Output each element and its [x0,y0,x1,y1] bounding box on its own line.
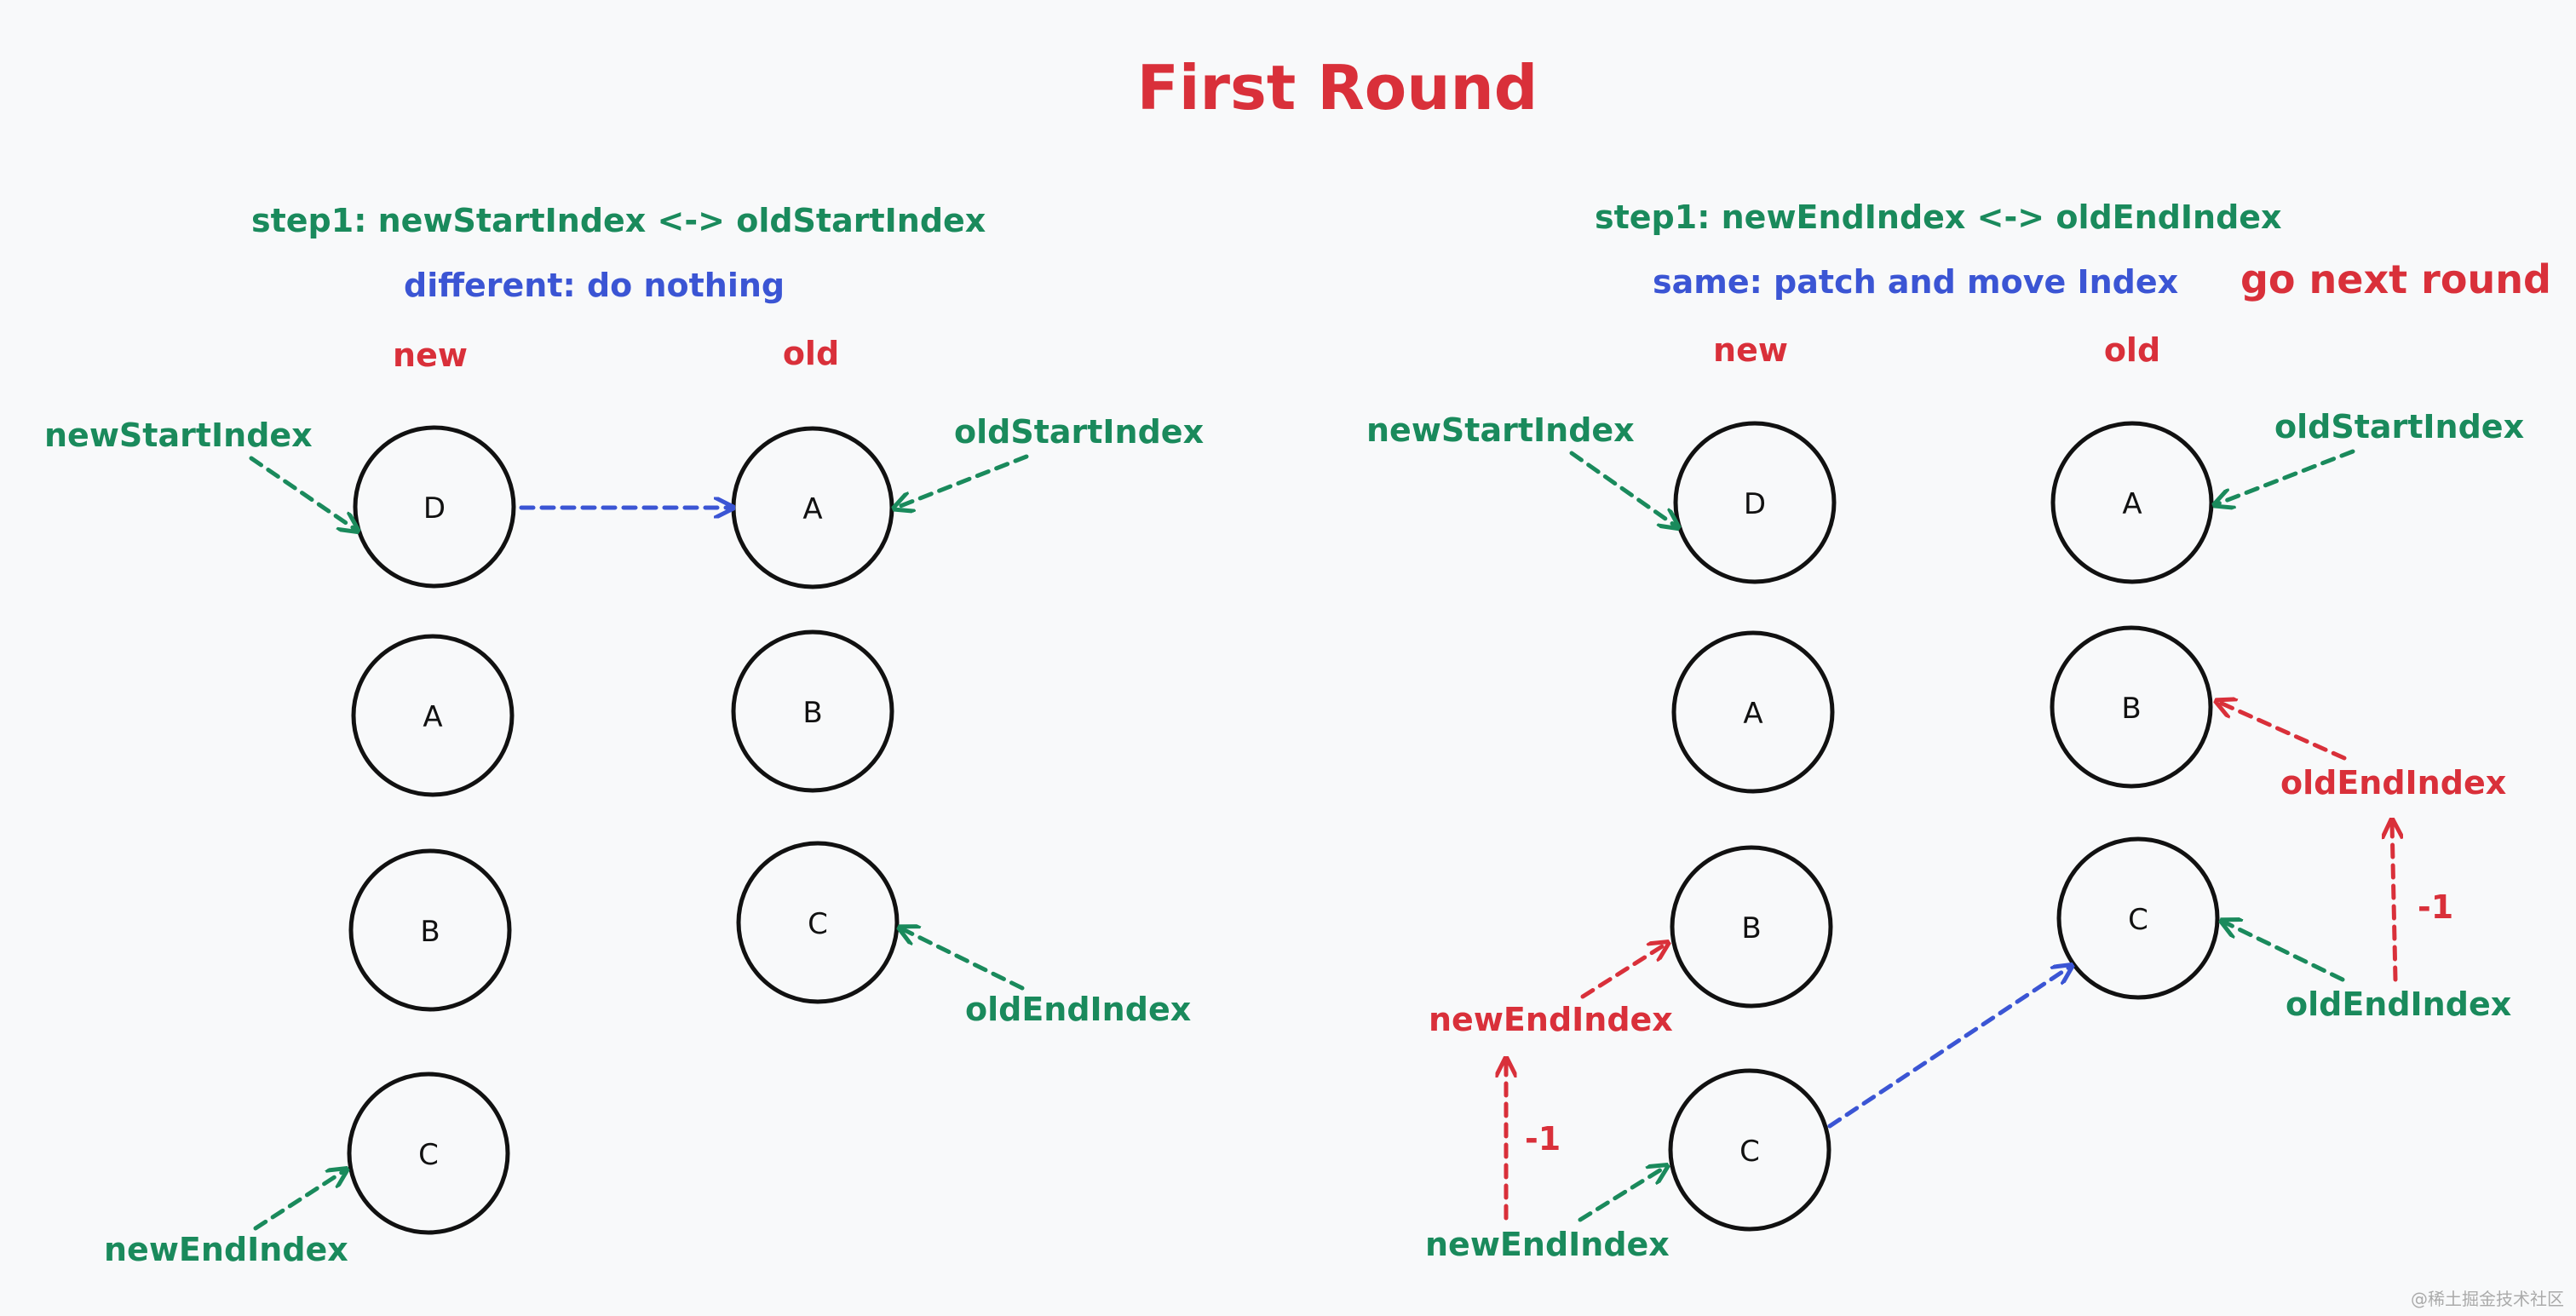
left-new-node-3-label: C [418,1138,439,1172]
right-old-start-pointer-arrow [2217,449,2355,504]
right-result-label: same: patch and move Index [1653,263,2178,301]
right-new-header: new [1713,331,1788,369]
left-new-node-0: D [353,425,516,589]
diagram-title: First Round [1137,52,1538,124]
go-next-round-label: go next round [2240,256,2551,302]
left-new-node-3: C [347,1072,510,1235]
left-step-label: step1: newStartIndex <-> oldStartIndex [251,202,986,239]
left-new-start-pointer-arrow [249,456,356,530]
right-new-node-0-label: D [1744,487,1766,521]
left-new-header: new [393,336,468,374]
right-new-end-index-label: newEndIndex [1425,1226,1670,1263]
left-new-end-pointer-arrow [253,1170,345,1231]
left-new-node-0-label: D [423,491,446,526]
right-old-node-2: C [2056,836,2220,1000]
right-new-node-3: C [1668,1068,1831,1232]
right-panel: step1: newEndIndex <-> oldEndIndex same:… [1366,198,2551,1263]
right-new-node-3-label: C [1739,1135,1760,1169]
right-new-end-move-arrow [1580,944,1666,999]
right-old-decrement-label: -1 [2418,888,2453,926]
left-old-end-pointer-arrow [901,928,1025,991]
right-new-node-1: A [1671,630,1835,794]
left-old-node-1-label: B [802,696,822,730]
right-old-end-moved-label: oldEndIndex [2280,764,2506,802]
right-old-header: old [2104,331,2160,369]
right-new-node-2-label: B [1741,911,1761,945]
left-old-header: old [783,335,839,372]
right-old-end-pointer-arrow [2223,922,2345,982]
right-new-start-pointer-arrow [1569,451,1676,526]
right-old-end-index-label: oldEndIndex [2286,986,2511,1023]
left-old-start-pointer-arrow [896,454,1029,508]
left-result-label: different: do nothing [404,267,785,304]
right-new-start-index-label: newStartIndex [1366,411,1635,449]
right-old-node-2-label: C [2128,903,2148,937]
right-old-end-move-arrow [2218,702,2347,761]
left-old-node-2: C [736,841,900,1004]
left-new-node-2: B [348,848,512,1012]
right-match-arrow [1827,967,2070,1129]
left-old-node-0: A [731,426,894,589]
watermark-text: @稀土掘金技术社区 [2411,1289,2564,1309]
right-old-node-1: B [2050,625,2213,789]
right-new-node-1-label: A [1743,697,1762,731]
left-old-node-1: B [731,629,894,793]
right-new-end-pointer-arrow [1578,1167,1665,1222]
left-old-node-0-label: A [802,492,822,526]
right-new-node-0: D [1673,421,1837,584]
left-old-node-2-label: C [808,907,828,941]
left-new-node-1-label: A [423,700,442,734]
left-old-start-index-label: oldStartIndex [954,413,1204,451]
left-new-end-index-label: newEndIndex [104,1231,348,1268]
left-new-start-index-label: newStartIndex [44,417,313,454]
right-new-decrement-label: -1 [1525,1120,1561,1158]
right-step-label: step1: newEndIndex <-> oldEndIndex [1595,198,2282,236]
left-old-end-index-label: oldEndIndex [965,991,1191,1028]
right-new-end-moved-label: newEndIndex [1429,1001,1673,1038]
right-old-node-0: A [2050,421,2214,584]
right-old-node-0-label: A [2122,487,2142,521]
left-new-node-2-label: B [420,915,440,949]
left-new-node-1: A [351,634,515,797]
right-new-node-2: B [1670,845,1833,1009]
left-panel: step1: newStartIndex <-> oldStartIndex d… [44,202,1204,1268]
right-old-node-1-label: B [2121,692,2141,726]
right-old-start-index-label: oldStartIndex [2274,408,2524,445]
right-old-end-decrement-arrow [2392,822,2395,982]
